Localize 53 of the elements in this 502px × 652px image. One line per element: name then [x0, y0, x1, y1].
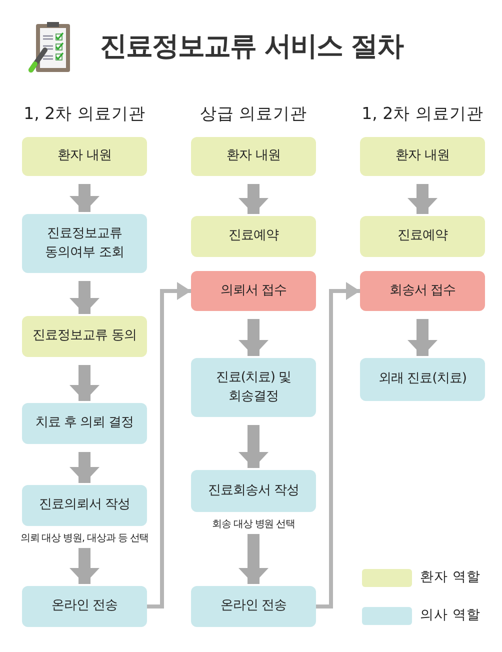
box-label: 진료(치료) 및 회송결정 — [214, 368, 292, 406]
process-box — [191, 137, 316, 176]
process-box — [360, 271, 485, 311]
process-box — [360, 137, 485, 176]
block-arrow — [70, 281, 100, 314]
box-label: 환자 내원 — [56, 147, 112, 166]
process-box — [22, 214, 147, 273]
column-header: 상급 의료기관 — [198, 103, 308, 125]
block-arrow — [238, 319, 268, 356]
box-label: 온라인 전송 — [50, 597, 119, 616]
process-box — [22, 403, 147, 444]
box-label: 치료 후 의뢰 결정 — [34, 414, 135, 432]
process-box — [191, 586, 316, 627]
block-arrow — [408, 319, 438, 356]
box-label: 진료예약 — [396, 227, 449, 246]
box-label: 의뢰서 접수 — [219, 282, 288, 300]
box-label: 진료정보교류 동의 — [32, 327, 138, 346]
block-arrow — [238, 184, 268, 214]
connector-arrow — [147, 282, 191, 608]
column-header: 1, 2차 의료기관 — [22, 103, 146, 125]
column-header: 1, 2차 의료기관 — [360, 103, 484, 125]
process-box — [191, 470, 316, 512]
box-label: 진료정보교류 동의여부 조회 — [44, 224, 125, 262]
process-box — [191, 358, 316, 417]
legend-label: 환자 역할 — [420, 568, 480, 586]
box-note: 의뢰 대상 병원, 대상과 등 선택 — [19, 532, 150, 545]
box-label: 환자 내원 — [226, 147, 282, 166]
block-arrow — [70, 548, 100, 584]
box-note: 회송 대상 병원 선택 — [211, 518, 296, 531]
title: 진료정보교류 서비스 절차 — [100, 30, 403, 64]
process-box — [360, 358, 485, 401]
block-arrow — [70, 365, 100, 401]
box-label: 진료의뢰서 작성 — [38, 496, 132, 514]
connector-arrow — [316, 282, 360, 608]
block-arrow — [238, 534, 268, 584]
block-arrow — [408, 184, 438, 214]
process-box — [22, 316, 147, 357]
box-label: 진료회송서 작성 — [206, 482, 300, 500]
process-box — [22, 137, 147, 176]
box-label: 환자 내원 — [394, 147, 450, 166]
box-label: 진료예약 — [228, 227, 280, 246]
process-box — [191, 271, 316, 311]
process-box — [360, 216, 485, 257]
process-box — [22, 586, 147, 627]
block-arrow — [70, 452, 100, 483]
box-label: 외래 진료(치료) — [378, 370, 468, 388]
process-box — [191, 216, 316, 257]
block-arrow — [238, 425, 268, 468]
box-label: 회송서 접수 — [388, 282, 457, 300]
process-box — [22, 485, 147, 526]
block-arrow — [70, 184, 100, 212]
box-label: 온라인 전송 — [219, 597, 288, 616]
legend-label: 의사 역할 — [420, 606, 480, 624]
